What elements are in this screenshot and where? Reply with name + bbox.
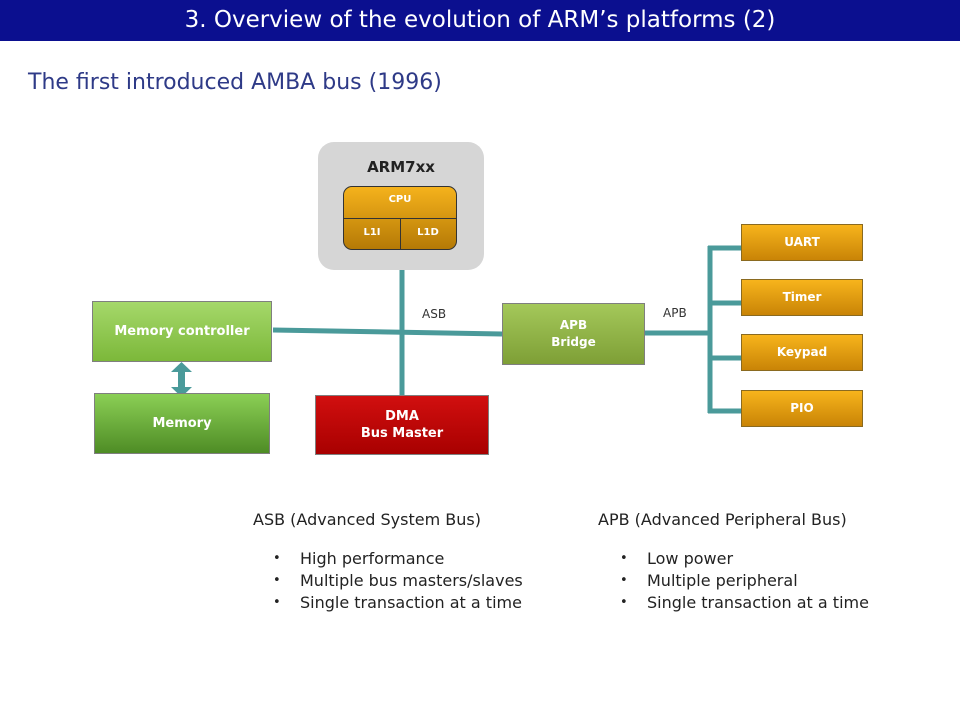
l1i-cache-label: L1I xyxy=(363,227,381,238)
pio-block: PIO xyxy=(741,390,863,427)
list-item: Multiple peripheral xyxy=(617,570,869,592)
memory-link-arrow xyxy=(171,362,192,397)
keypad-label: Keypad xyxy=(776,345,828,359)
apb-bridge-block: APB Bridge xyxy=(502,303,645,365)
list-item: Single transaction at a time xyxy=(617,592,869,614)
uart-label: UART xyxy=(784,235,820,249)
timer-block: Timer xyxy=(741,279,863,316)
keypad-block: Keypad xyxy=(741,334,863,371)
memory-label: Memory xyxy=(152,416,212,431)
pio-label: PIO xyxy=(790,401,814,415)
cpu-block: CPU L1I L1D xyxy=(343,186,457,250)
memory-controller-block: Memory controller xyxy=(92,301,272,362)
apb-bridge-label-1: APB xyxy=(559,318,588,332)
memory-controller-label: Memory controller xyxy=(114,324,250,339)
list-item: High performance xyxy=(270,548,523,570)
apb-bullet-list: Low power Multiple peripheral Single tra… xyxy=(617,548,869,614)
header-bar xyxy=(0,0,960,41)
list-item: Multiple bus masters/slaves xyxy=(270,570,523,592)
memory-block: Memory xyxy=(94,393,270,454)
apb-bus-label: APB xyxy=(663,306,687,320)
arm7xx-label: ARM7xx xyxy=(367,158,435,176)
bus-master-label: Bus Master xyxy=(360,426,444,441)
uart-block: UART xyxy=(741,224,863,261)
timer-label: Timer xyxy=(782,290,822,304)
l1d-cache-label: L1D xyxy=(417,227,439,238)
dma-label: DMA xyxy=(385,409,419,424)
asb-heading: ASB (Advanced System Bus) xyxy=(253,510,481,529)
dma-bus-master-block: DMA Bus Master xyxy=(315,395,489,455)
list-item: Low power xyxy=(617,548,869,570)
asb-bus-line xyxy=(272,327,503,337)
asb-bullet-list: High performance Multiple bus masters/sl… xyxy=(270,548,523,614)
slide-subtitle: The first introduced AMBA bus (1996) xyxy=(28,70,442,95)
apb-bridge-label-2: Bridge xyxy=(551,335,596,349)
cache-divider xyxy=(400,218,401,249)
asb-bus-label: ASB xyxy=(422,307,447,321)
cpu-label: CPU xyxy=(388,194,412,205)
apb-heading: APB (Advanced Peripheral Bus) xyxy=(598,510,847,529)
slide-title: 3. Overview of the evolution of ARM’s pl… xyxy=(184,7,776,33)
list-item: Single transaction at a time xyxy=(270,592,523,614)
